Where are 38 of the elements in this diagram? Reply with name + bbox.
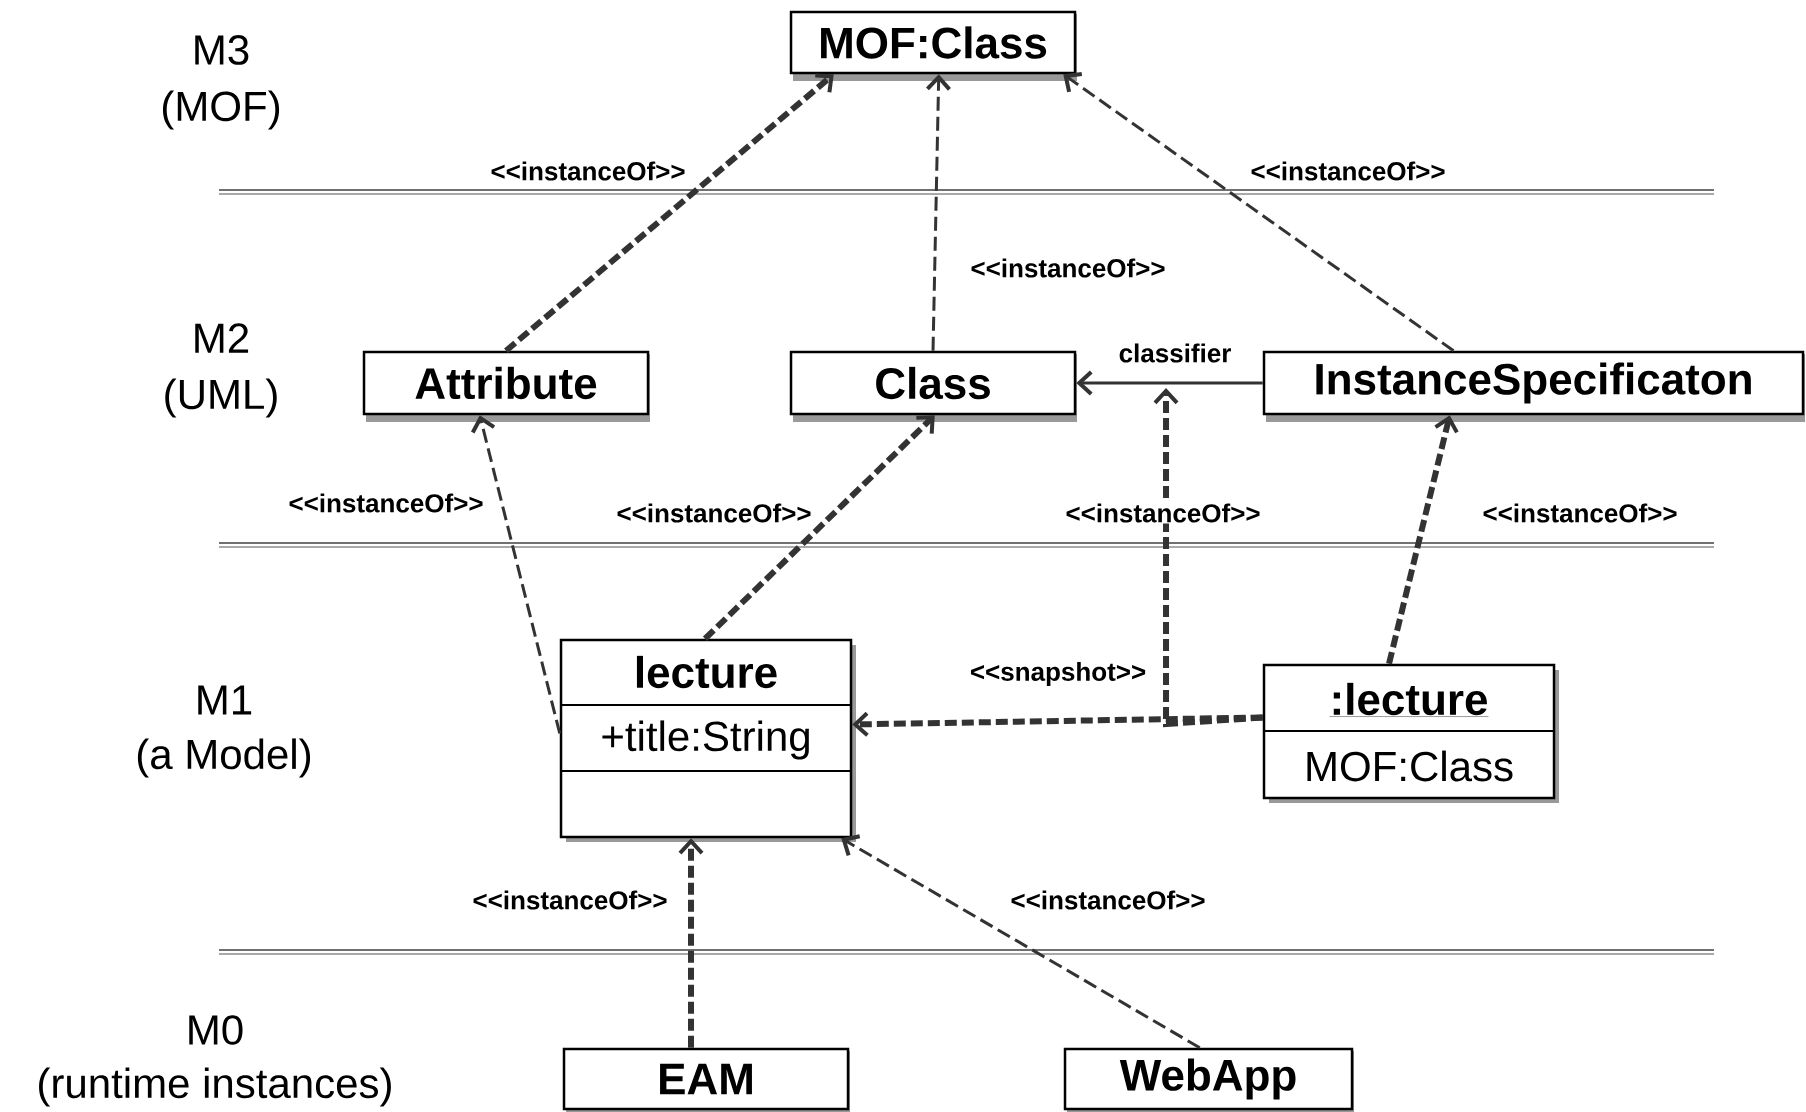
- class-box: EAM: [562, 1047, 850, 1112]
- layer-label: M3: [195, 35, 249, 65]
- arrow: [1076, 370, 1263, 396]
- edge-label: <<snapshot>>: [968, 660, 1148, 688]
- layer-label: (UML): [165, 378, 277, 418]
- edge-label: <<instanceOf>>: [969, 257, 1167, 279]
- arrow: [852, 711, 1263, 737]
- class-box: :lecture MOF:Class: [1262, 663, 1559, 803]
- layer-label: M0: [189, 1015, 243, 1045]
- arrow: [504, 73, 834, 354]
- arrow: [926, 74, 951, 351]
- arrow: [702, 415, 935, 641]
- edge-label: <<instanceOf>>: [287, 492, 485, 514]
- arrow: [1153, 388, 1263, 728]
- class-box: Class: [789, 350, 1077, 422]
- edge-label: classifier: [1117, 342, 1233, 364]
- class-box: Attribute: [362, 350, 650, 422]
- class-box: MOF:Class: [789, 10, 1077, 81]
- edge-label: <<instanceOf>>: [615, 502, 813, 524]
- edge-label: <<instanceOf>>: [1064, 502, 1262, 524]
- arrow: [1063, 71, 1455, 352]
- layer-label: (runtime instances): [39, 1067, 391, 1107]
- arrow: [471, 415, 562, 734]
- edge-label: <<instanceOf>>: [1009, 889, 1207, 911]
- class-box: WebApp: [1063, 1047, 1354, 1112]
- arrow: [1386, 415, 1459, 665]
- class-box: InstanceSpecificaton: [1262, 350, 1805, 422]
- layer-label: (MOF): [162, 90, 280, 130]
- layer-label: M2: [195, 323, 249, 353]
- edge-label: <<instanceOf>>: [471, 889, 669, 911]
- arrow: [841, 834, 1201, 1050]
- arrow: [678, 838, 704, 1048]
- layer-label: (a Model): [137, 738, 311, 778]
- edge-label: <<instanceOf>>: [489, 160, 687, 182]
- layer-label: M1: [198, 685, 252, 715]
- class-box: lecture +title:String: [559, 638, 856, 842]
- edge-label: <<instanceOf>>: [1249, 160, 1447, 182]
- edge-label: <<instanceOf>>: [1481, 502, 1679, 524]
